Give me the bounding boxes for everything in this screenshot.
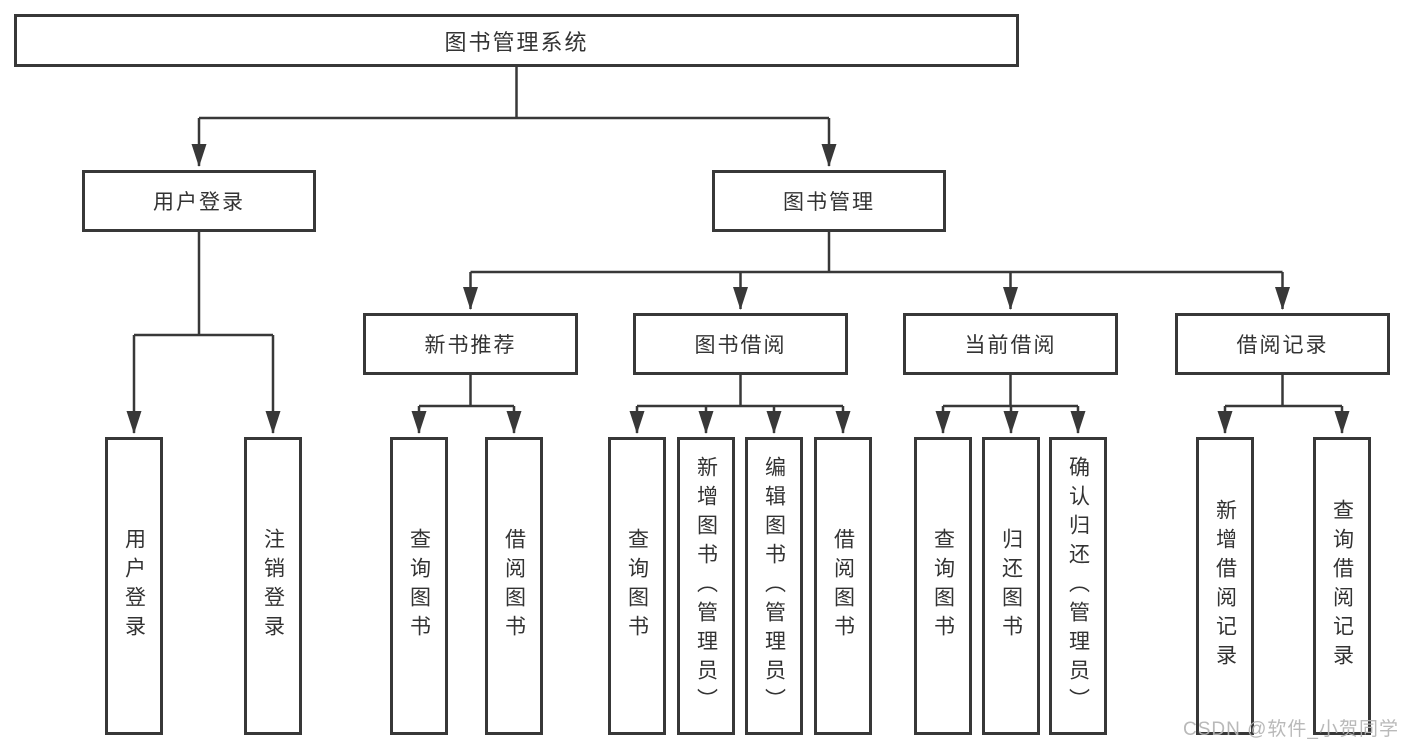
leaf-add-book-admin: 新增图书（管理员） — [677, 437, 735, 735]
leaf-query-books-recommend-label: 查询图书 — [407, 528, 431, 644]
node-borrowing-records: 借阅记录 — [1175, 313, 1390, 375]
node-book-management: 图书管理 — [712, 170, 946, 232]
leaf-user-login: 用户登录 — [105, 437, 163, 735]
leaf-confirm-return-admin: 确认归还（管理员） — [1049, 437, 1107, 735]
node-book-borrowing: 图书借阅 — [633, 313, 848, 375]
leaf-user-login-label: 用户登录 — [122, 528, 146, 644]
node-new-book-recommendation: 新书推荐 — [363, 313, 578, 375]
leaf-query-books-recommend: 查询图书 — [390, 437, 448, 735]
leaf-borrow-books-borrow-label: 借阅图书 — [831, 528, 855, 644]
leaf-add-borrow-record-label: 新增借阅记录 — [1213, 499, 1237, 673]
leaf-edit-book-admin: 编辑图书（管理员） — [745, 437, 803, 735]
leaf-query-borrow-record-label: 查询借阅记录 — [1330, 499, 1354, 673]
node-library-system: 图书管理系统 — [14, 14, 1019, 67]
leaf-query-books-borrow-label: 查询图书 — [625, 528, 649, 644]
leaf-return-books: 归还图书 — [982, 437, 1040, 735]
leaf-logout-label: 注销登录 — [261, 528, 285, 644]
leaf-edit-book-admin-label: 编辑图书（管理员） — [762, 455, 786, 717]
csdn-watermark: CSDN @软件_小贺同学 — [1183, 719, 1399, 740]
leaf-confirm-return-admin-label: 确认归还（管理员） — [1066, 455, 1090, 717]
leaf-add-book-admin-label: 新增图书（管理员） — [694, 455, 718, 717]
leaf-logout: 注销登录 — [244, 437, 302, 735]
leaf-borrow-books-recommend-label: 借阅图书 — [502, 528, 526, 644]
leaf-query-books-current: 查询图书 — [914, 437, 972, 735]
leaf-borrow-books-borrow: 借阅图书 — [814, 437, 872, 735]
leaf-query-books-current-label: 查询图书 — [931, 528, 955, 644]
node-current-borrowing: 当前借阅 — [903, 313, 1118, 375]
leaf-borrow-books-recommend: 借阅图书 — [485, 437, 543, 735]
leaf-return-books-label: 归还图书 — [999, 528, 1023, 644]
node-user-login: 用户登录 — [82, 170, 316, 232]
leaf-add-borrow-record: 新增借阅记录 — [1196, 437, 1254, 735]
leaf-query-books-borrow: 查询图书 — [608, 437, 666, 735]
leaf-query-borrow-record: 查询借阅记录 — [1313, 437, 1371, 735]
